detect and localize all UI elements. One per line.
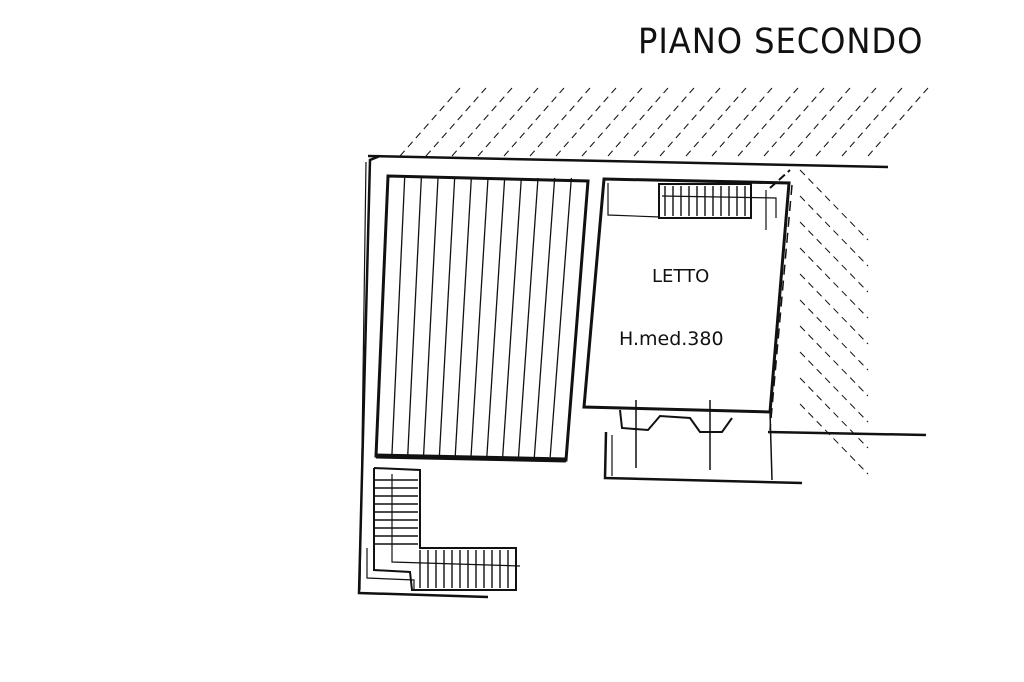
hatch-line: [659, 87, 721, 157]
hatch-line: [737, 87, 799, 157]
hatch-line: [799, 247, 869, 319]
roof-rib: [470, 177, 489, 458]
roof-rib: [533, 177, 556, 458]
roof-rib: [517, 177, 539, 458]
room-height-label: H.med.380: [619, 328, 724, 350]
hatch-line: [503, 87, 565, 157]
hatch-line: [711, 87, 773, 157]
hatch-line: [799, 299, 869, 371]
hatch-line: [799, 377, 869, 449]
hatch-line: [477, 87, 539, 157]
hatch-line: [581, 87, 643, 157]
page-title: PIANO SECONDO: [638, 22, 924, 62]
roof-rib: [438, 177, 456, 458]
roof-rib: [502, 177, 522, 458]
hatch-line: [799, 325, 869, 397]
bedroom-walls: [582, 169, 793, 481]
roof-rib: [391, 177, 406, 458]
roof-rib: [454, 177, 472, 458]
roof-ribs: [391, 177, 572, 458]
outer-walls: [357, 154, 927, 599]
hatched-area-right: [799, 169, 869, 475]
hatch-line: [555, 87, 617, 157]
bedroom-staircase: [658, 183, 777, 219]
hatch-line: [799, 195, 869, 267]
hatch-line: [607, 87, 669, 157]
hatch-line: [867, 87, 929, 157]
roof-rib: [407, 177, 422, 458]
hatch-line: [633, 87, 695, 157]
hatched-area-top: [399, 87, 929, 157]
hatch-line: [799, 351, 869, 423]
hatch-line: [799, 169, 869, 241]
external-stair-steps: [374, 479, 509, 588]
hatch-line: [799, 221, 869, 293]
hatch-line: [799, 403, 869, 475]
hatch-line: [425, 87, 487, 157]
hatch-line: [451, 87, 513, 157]
hatch-line: [529, 87, 591, 157]
hatch-line: [789, 87, 851, 157]
hatch-line: [815, 87, 877, 157]
hatch-line: [685, 87, 747, 157]
roof-rib: [486, 177, 506, 458]
room-label-bedroom: LETTO: [652, 266, 710, 287]
roof-rib: [422, 177, 439, 458]
hatch-line: [763, 87, 825, 157]
roof-rib: [549, 177, 572, 458]
ribbed-roof-area: [374, 174, 590, 463]
hatch-line: [799, 273, 869, 345]
hatch-line: [399, 87, 461, 157]
hatch-line: [841, 87, 903, 157]
bedroom-stair-steps: [664, 186, 746, 216]
